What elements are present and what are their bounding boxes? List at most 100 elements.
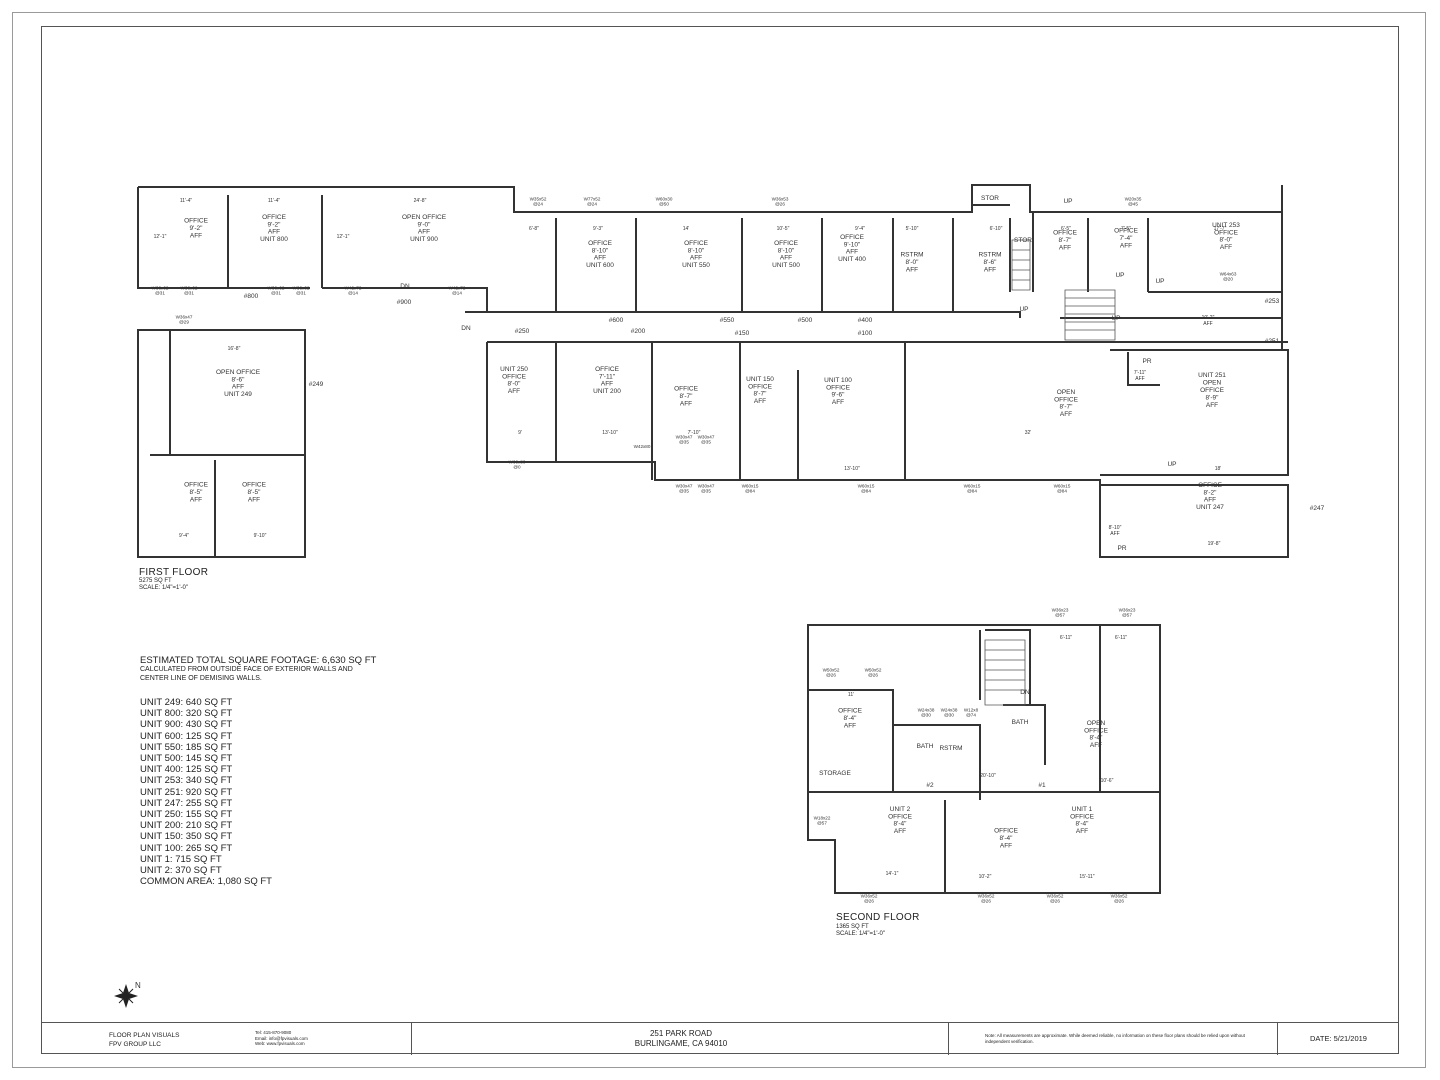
- plan-label-win: W36x62@31: [268, 285, 285, 295]
- plan-label-win: W30x47@35: [676, 434, 693, 444]
- plan-label-line: AFF: [906, 267, 918, 274]
- plan-label-line: 11': [848, 692, 854, 698]
- plan-label-line: UP: [1063, 198, 1072, 205]
- plan-label-line: 10'-2": [1202, 315, 1215, 321]
- plan-label-tag: UP: [1155, 278, 1164, 285]
- unit-area-item: UNIT 400: 125 SQ FT: [140, 764, 233, 776]
- plan-label-dim: 12'-1": [154, 234, 167, 240]
- unit-area-item: UNIT 1: 715 SQ FT: [140, 853, 222, 865]
- compass-north-label: N: [135, 981, 141, 990]
- plan-label-line: #400: [858, 317, 873, 324]
- plan-label-line: 7'-4": [1120, 235, 1134, 242]
- unit-area-item: UNIT 200: 210 SQ FT: [140, 820, 233, 832]
- plan-label-line: BATH: [1012, 719, 1029, 726]
- plan-label-win: W60x15@84: [858, 483, 875, 493]
- plan-label-win: W60x30@50: [656, 196, 673, 206]
- plan-label-tag: #253: [1265, 298, 1280, 305]
- plan-label-line: W60x15: [858, 483, 875, 488]
- company-name: FLOOR PLAN VISUALS FPV GROUP LLC: [109, 1031, 179, 1049]
- plan-label-line: OFFICE: [674, 386, 698, 393]
- plan-label-line: W36x62: [181, 285, 198, 290]
- plan-label-line: W36x47: [176, 314, 193, 319]
- stair-second-floor: [984, 639, 1026, 706]
- plan-label-line: @24: [587, 202, 597, 207]
- plan-label-line: AFF: [601, 381, 613, 388]
- plan-label-line: OFFICE: [1053, 230, 1077, 237]
- plan-label-room: PR: [1142, 358, 1151, 365]
- plan-label-line: W42x72: [449, 285, 466, 290]
- wall-corridor-north: [487, 311, 1282, 319]
- plan-label-line: 8'-6": [232, 376, 246, 383]
- plan-label-tag: #1: [1038, 782, 1046, 789]
- plan-label-line: 8'-0": [906, 259, 920, 266]
- plan-label-line: STORAGE: [819, 770, 851, 777]
- plan-label-line: RSTRM: [939, 745, 962, 752]
- plan-label-tag: UP: [1167, 461, 1176, 468]
- plan-label-line: W30x47: [698, 434, 715, 439]
- plan-label-line: AFF: [1076, 828, 1088, 835]
- plan-label-line: #249: [309, 381, 324, 388]
- plan-label-line: OFFICE: [1070, 813, 1094, 820]
- plan-label-tag: #500: [798, 317, 813, 324]
- wall-stor: [972, 204, 1011, 292]
- notes-cell: Note: All measurements are approximate. …: [949, 1023, 1278, 1055]
- company-web: Web: www.fpvisuals.com: [255, 1041, 305, 1046]
- plan-label-line: AFF: [1110, 531, 1119, 537]
- plan-label-dim: 9'-4": [179, 533, 189, 539]
- wall-unit253: [1087, 218, 1282, 293]
- plan-label-line: AFF: [832, 399, 844, 406]
- plan-label-line: W20x35: [1125, 196, 1142, 201]
- plan-label-tag: #550: [720, 317, 735, 324]
- plan-label-line: @14: [348, 291, 358, 296]
- plan-label-line: #500: [798, 317, 813, 324]
- plan-label-win: W36x62@31: [152, 285, 169, 295]
- plan-label-line: 8'-2": [1204, 489, 1218, 496]
- plan-label-line: @26: [868, 673, 878, 678]
- plan-label-line: #1: [1038, 782, 1046, 789]
- plan-label-tag: #2: [926, 782, 934, 789]
- plan-label-line: W36x53: [772, 196, 789, 201]
- plan-label-line: 19'-8": [1208, 541, 1221, 547]
- date-cell: DATE: 5/21/2019: [1278, 1023, 1399, 1055]
- plan-label-line: AFF: [680, 401, 692, 408]
- plan-label-line: #2: [926, 782, 934, 789]
- plan-label-line: 17'-7": [1214, 226, 1227, 232]
- plan-label-win: W30x47@35: [676, 483, 693, 493]
- plan-label-line: AFF: [190, 233, 202, 240]
- plan-label-line: 8'-7": [754, 391, 768, 398]
- plan-label-line: @24: [533, 202, 543, 207]
- plan-label-line: W60x15: [742, 483, 759, 488]
- second-floor-scale: SCALE: 1/4"=1'-0": [836, 931, 885, 937]
- plan-label-line: 8'-0": [1220, 237, 1234, 244]
- plan-label-line: OFFICE: [838, 708, 862, 715]
- plan-label-line: OFFICE: [1084, 727, 1108, 734]
- plan-label-tag: #100: [858, 330, 873, 337]
- plan-label-line: OFFICE: [262, 214, 286, 221]
- plan-label-line: 8'-9": [1206, 395, 1220, 402]
- plan-label-line: @26: [1114, 899, 1124, 904]
- plan-label-line: W35x52: [530, 196, 547, 201]
- plan-label-line: OPEN: [1203, 380, 1222, 387]
- unit-area-item: UNIT 100: 265 SQ FT: [140, 842, 233, 854]
- plan-label-line: 11'-4": [268, 198, 281, 204]
- plan-label-line: UNIT 200: [593, 388, 621, 395]
- calculation-note-line1: CALCULATED FROM OUTSIDE FACE OF EXTERIOR…: [140, 666, 353, 673]
- plan-label-line: OFFICE: [242, 482, 266, 489]
- plan-label-line: AFF: [1059, 245, 1071, 252]
- plan-label-line: #900: [397, 299, 412, 306]
- plan-label-line: 8'-4": [1000, 835, 1014, 842]
- stairs: [984, 239, 1116, 706]
- first-floor-area: 5275 SQ FT: [139, 578, 172, 584]
- plan-label-dim: 6'-5": [1061, 226, 1071, 232]
- plan-label-dim: 13'-10": [602, 430, 618, 436]
- plan-label-line: 8'-5": [248, 489, 262, 496]
